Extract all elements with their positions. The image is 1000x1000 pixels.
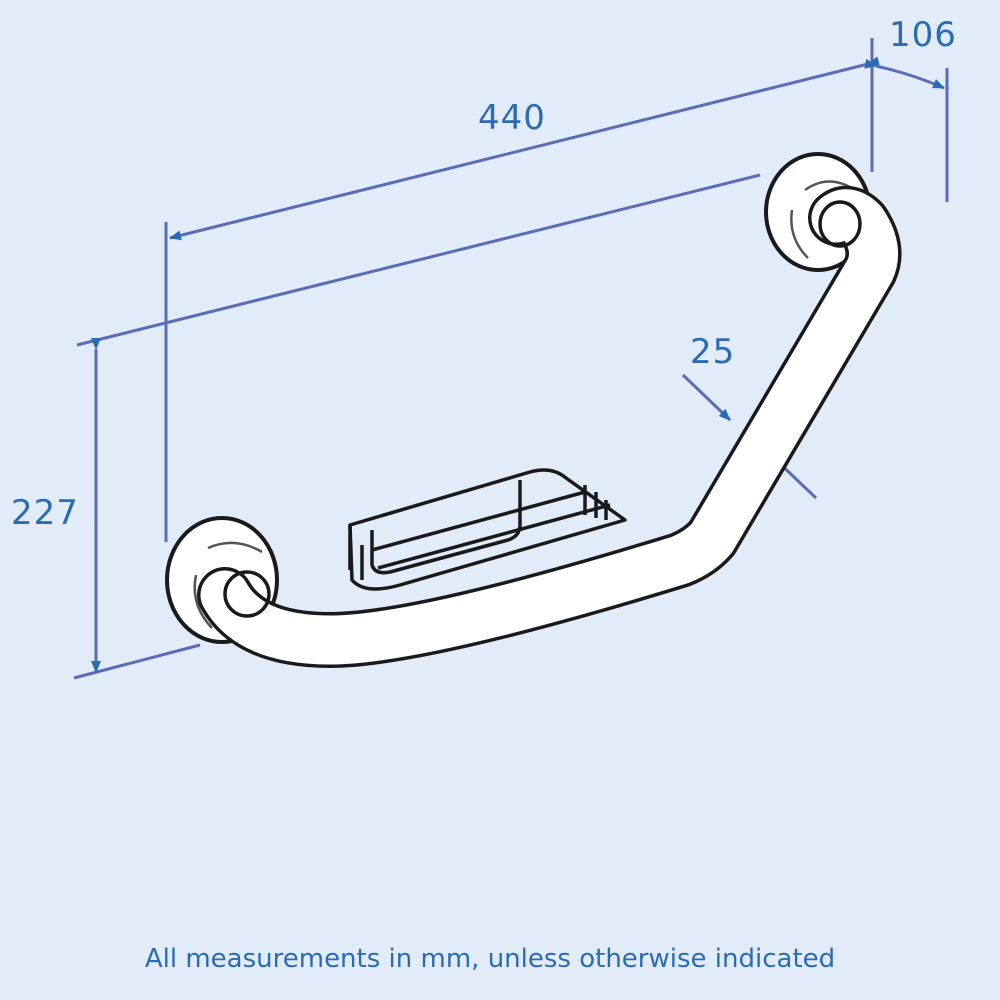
- height-dimension-label: 227: [11, 493, 79, 533]
- length-dimension-line: [169, 56, 880, 241]
- diameter-arrow-outer: [681, 373, 732, 422]
- units-footnote: All measurements in mm, unless otherwise…: [144, 944, 836, 974]
- length-dimension-label: 440: [478, 98, 546, 138]
- soap-basket: [348, 468, 627, 591]
- grab-bar-tube: [197, 185, 902, 668]
- diameter-dimension-label: 25: [690, 332, 736, 372]
- depth-dimension-line: [864, 58, 945, 90]
- depth-dimension-label: 106: [889, 15, 957, 55]
